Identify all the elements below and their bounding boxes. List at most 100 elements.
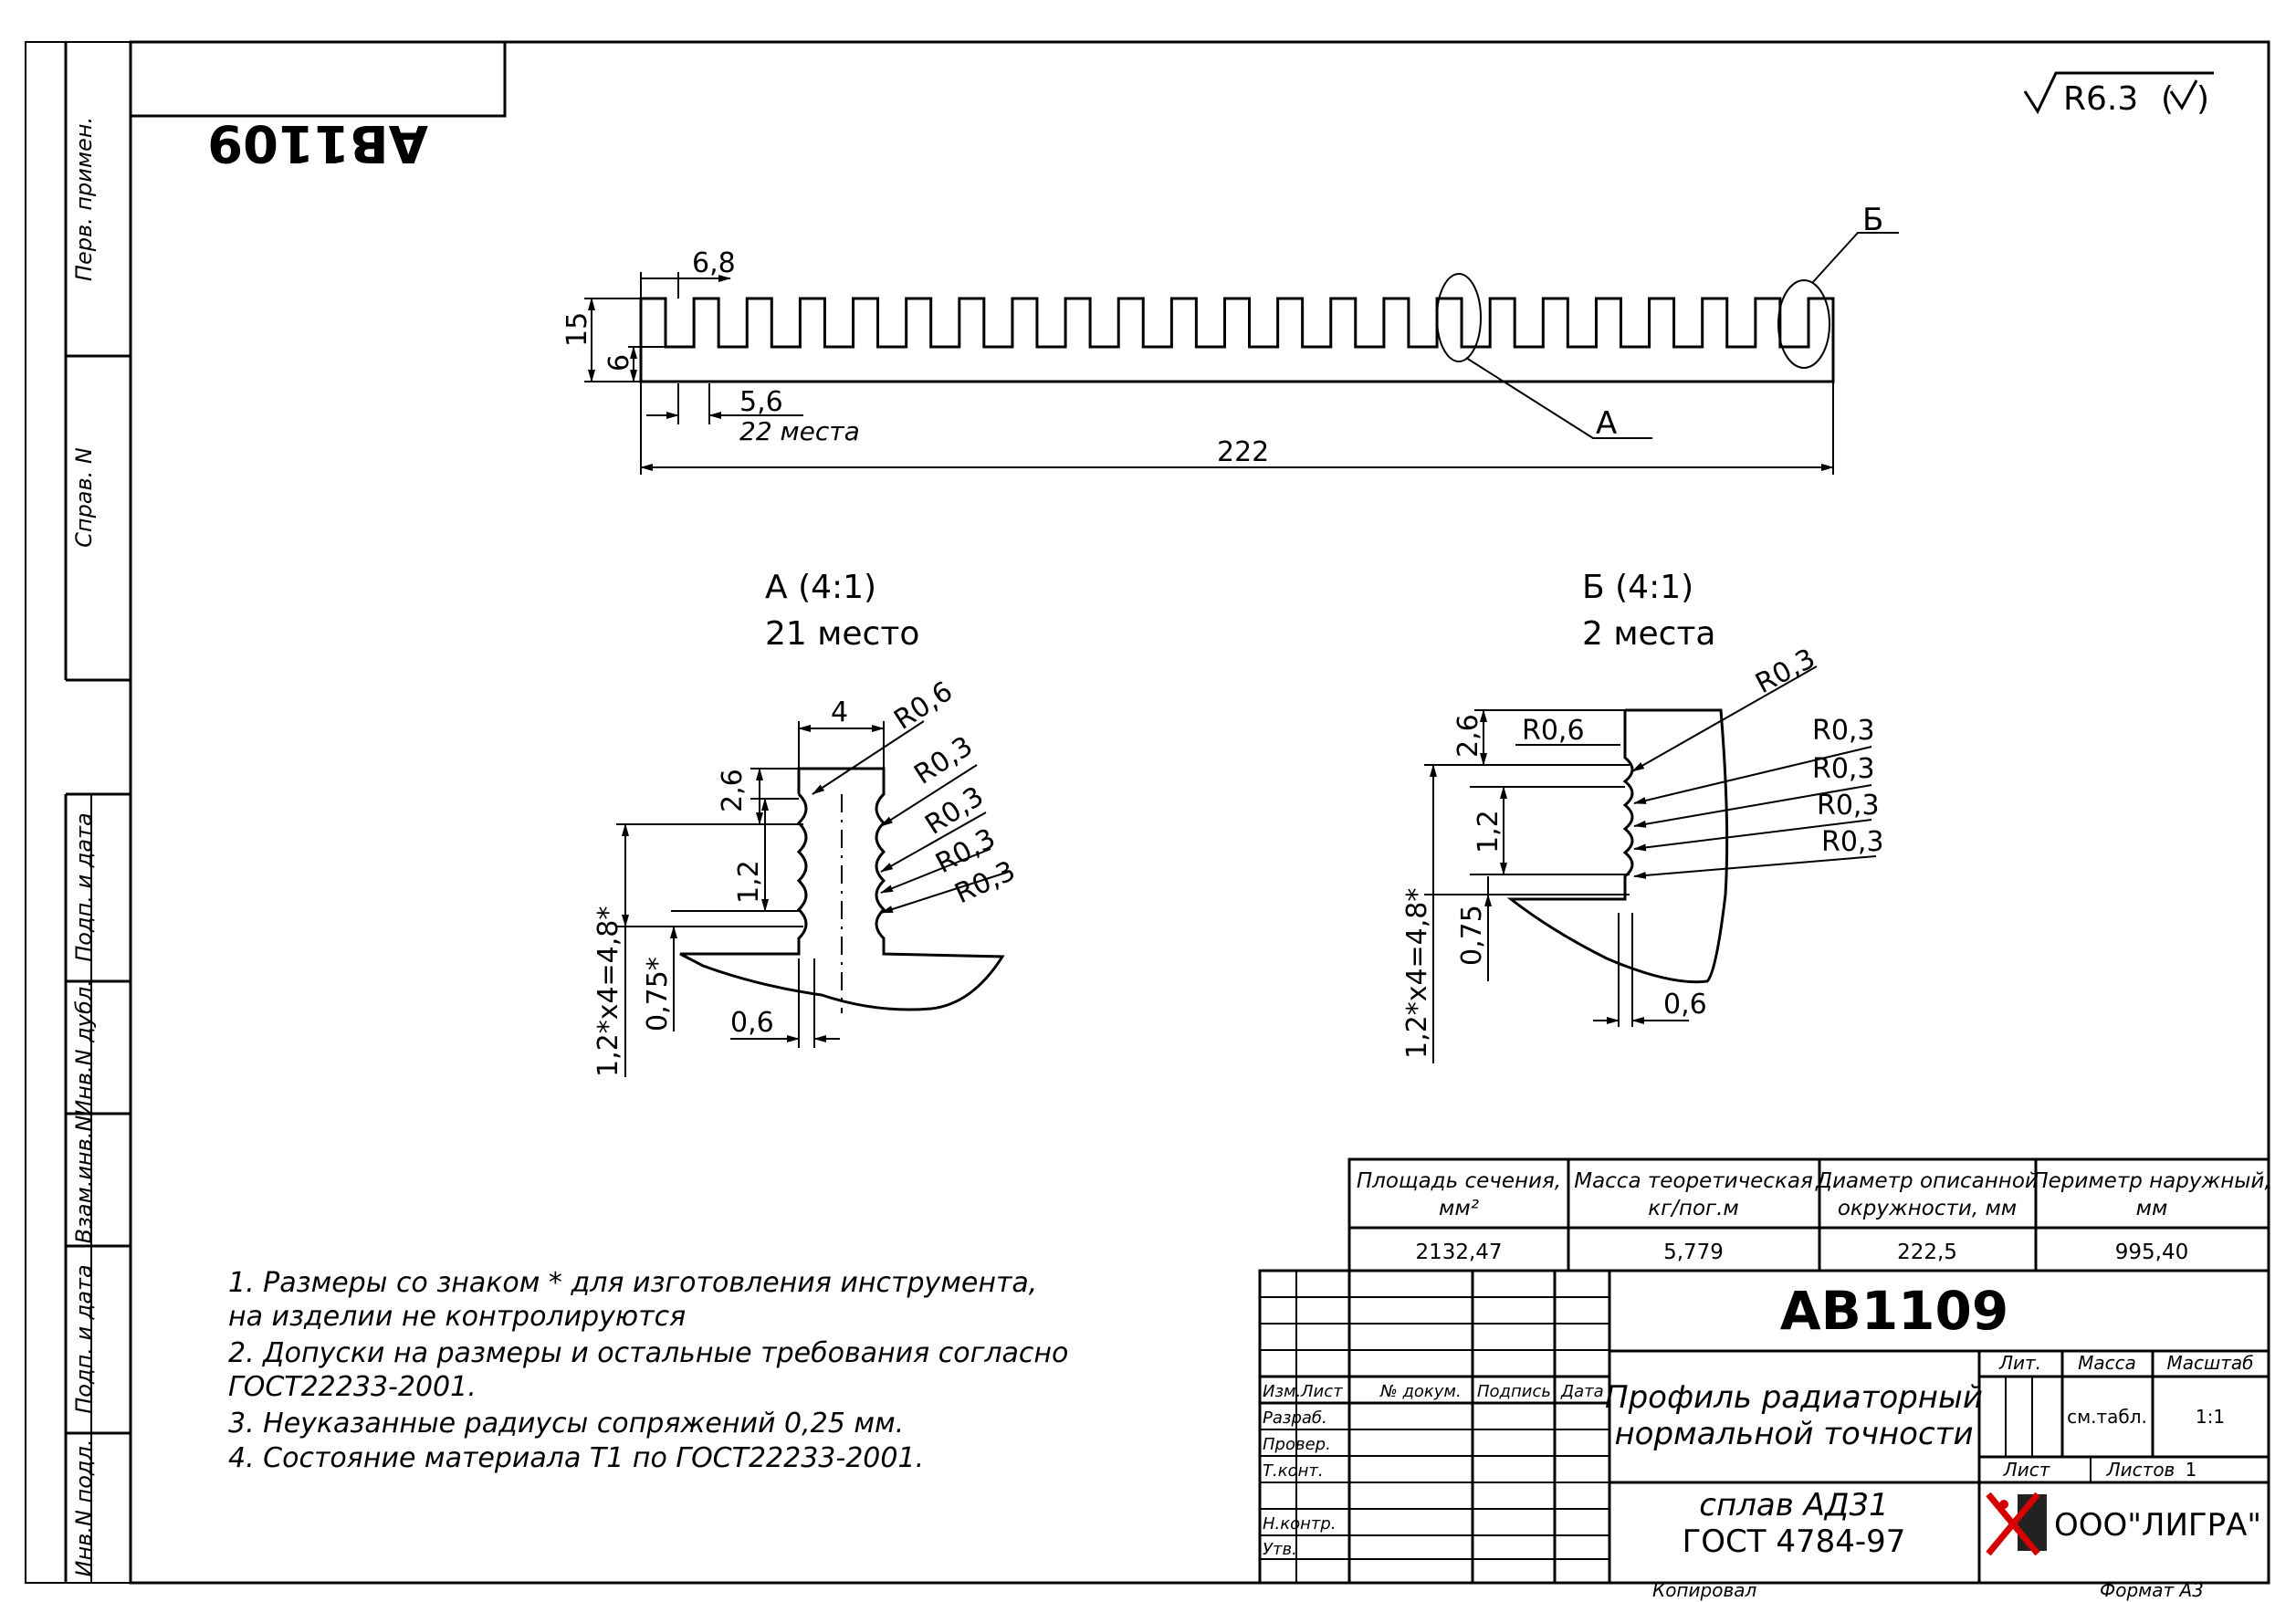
notes: 1. Размеры со знаком * для изготовления …	[228, 1267, 1068, 1474]
note-line: 4. Состояние материала Т1 по ГОСТ22233-2…	[228, 1442, 924, 1474]
dim-a-bottom: 0,75*	[642, 957, 674, 1031]
dim-b-total: 1,2*х4=4,8*	[1401, 888, 1433, 1059]
tb-col-header: Изм.	[1263, 1382, 1301, 1401]
dim-b-top-radius: R0,6	[1522, 715, 1585, 747]
company-name: ООО"ЛИГРА"	[2054, 1507, 2261, 1544]
main-profile: А Б 6,8 15 6 5,6 22	[561, 202, 1899, 475]
dim-a-pitch: 1,2	[733, 860, 765, 904]
prop-header: кг/пог.м	[1648, 1197, 1739, 1220]
roughness-close: )	[2196, 80, 2209, 118]
radius-label: R0,3	[1750, 643, 1820, 700]
callout-b-leader	[1811, 232, 1899, 284]
callout-a-leader	[1465, 357, 1652, 439]
prop-value: 2132,47	[1415, 1241, 1502, 1264]
tb-sheets: Листов	[2106, 1459, 2175, 1481]
dim-a-total: 1,2*х4=4,8*	[592, 906, 624, 1077]
material-2: ГОСТ 4784-97	[1683, 1523, 1906, 1560]
roughness-value: R6.3	[2063, 80, 2138, 118]
callout-b-circle	[1777, 279, 1830, 369]
dim-count: 22 места	[739, 416, 860, 446]
product-name-1: Профиль радиаторный	[1605, 1379, 1983, 1416]
company-logo	[1986, 1492, 2047, 1556]
prop-header: окружности, мм	[1838, 1197, 2017, 1220]
prop-header: мм	[2136, 1197, 2168, 1220]
note-line: 3. Неуказанные радиусы сопряжений 0,25 м…	[228, 1408, 904, 1440]
tb-col-header: № докум.	[1379, 1382, 1462, 1401]
callout-a-circle	[1436, 273, 1482, 362]
dim-base: 6	[603, 354, 635, 372]
detail-b-subtitle: 2 места	[1582, 615, 1715, 653]
detail-b-outline	[1506, 708, 1729, 984]
stamp-label: Взам.инв.N	[71, 1115, 97, 1244]
dim-gap: 5,6	[739, 386, 783, 418]
copied-label: Копировал	[1652, 1579, 1756, 1601]
dim-b-top: 2,6	[1452, 714, 1484, 758]
tb-mass: Масса	[2078, 1352, 2136, 1374]
prop-value: 5,779	[1663, 1241, 1724, 1264]
radius-label: R0,3	[1821, 826, 1884, 858]
prop-value: 222,5	[1897, 1241, 1957, 1264]
radius-label: R0,3	[1812, 715, 1875, 747]
detail-a-title: А (4:1)	[765, 569, 876, 606]
roughness-extra: (	[2161, 80, 2174, 118]
stamp-label: Справ. N	[71, 447, 97, 548]
tb-scale-value: 1:1	[2196, 1406, 2225, 1428]
note-line: на изделии не контролируются	[228, 1301, 686, 1333]
tb-role: Т.конт.	[1263, 1461, 1324, 1481]
tb-sheets-value: 1	[2186, 1459, 2197, 1481]
dim-b-root: 0,6	[1663, 989, 1707, 1021]
prop-value: 995,40	[2115, 1241, 2188, 1264]
radius-label: R0,3	[1817, 790, 1880, 822]
title-block	[1258, 1269, 2270, 1585]
code-box	[129, 40, 507, 118]
dim-a-width: 4	[831, 696, 848, 728]
check-icon	[2169, 79, 2198, 110]
tb-lit: Лит.	[1998, 1352, 2041, 1374]
stamp-labels: Перв. примен. Справ. N Подп. и дата Инв.…	[71, 117, 97, 1577]
dim-b-pitch: 1,2	[1473, 810, 1504, 853]
detail-b: Б (4:1) 2 места	[1401, 569, 1884, 1063]
detail-b-title: Б (4:1)	[1582, 569, 1693, 606]
radius-label: R0,3	[908, 730, 979, 791]
radius-label: R0,3	[1812, 753, 1875, 785]
prop-header: Диаметр описанной	[1815, 1169, 2039, 1193]
detail-a-subtitle: 21 место	[765, 615, 919, 653]
dim-length: 222	[1217, 436, 1269, 468]
prop-header: Масса теоретическая	[1574, 1169, 1813, 1193]
roughness-icon	[2023, 71, 2214, 115]
inner-border	[129, 40, 2270, 1585]
title-code: АВ1109	[1780, 1280, 2009, 1342]
dim-a-top: 2,6	[717, 769, 749, 812]
prop-header: Периметр наружный,	[2032, 1169, 2270, 1193]
note-line: ГОСТ22233-2001.	[228, 1371, 477, 1403]
detail-a-outline	[679, 767, 1005, 1011]
format-label: Формат А3	[2100, 1579, 2204, 1601]
prop-header: мм²	[1439, 1197, 1479, 1220]
radius-label: R0,6	[888, 675, 959, 737]
dim-b-bottom: 0,75	[1456, 905, 1488, 966]
tb-col-header: Лист	[1300, 1382, 1343, 1401]
stamp-label: Инв.N подл.	[71, 1440, 97, 1577]
mirrored-code: АВ1109	[207, 113, 428, 173]
tb-role: Разраб.	[1263, 1408, 1327, 1428]
tb-sheet: Лист	[2003, 1459, 2051, 1481]
dim-height: 15	[561, 312, 593, 347]
dim-a-root: 0,6	[730, 1007, 774, 1039]
dim-fin-width: 6,8	[692, 247, 736, 279]
tb-scale: Масштаб	[2166, 1352, 2253, 1374]
left-stamp	[64, 42, 131, 1583]
callout-a-label: А	[1596, 405, 1617, 442]
tb-mass-value: см.табл.	[2067, 1406, 2147, 1428]
tb-role: Утв.	[1263, 1540, 1297, 1559]
tb-role: Провер.	[1263, 1435, 1331, 1454]
product-name-2: нормальной точности	[1614, 1416, 1973, 1452]
stamp-label: Подп. и дата	[71, 1264, 97, 1414]
stamp-label: Перв. примен.	[71, 117, 97, 281]
profile-outline	[639, 297, 1835, 383]
prop-header: Площадь сечения,	[1357, 1169, 1561, 1193]
tb-col-header: Подпись	[1477, 1382, 1551, 1401]
note-line: 2. Допуски на размеры и остальные требов…	[228, 1337, 1068, 1369]
stamp-label: Инв.N дубл.	[71, 979, 97, 1116]
callout-b-label: Б	[1862, 202, 1883, 238]
